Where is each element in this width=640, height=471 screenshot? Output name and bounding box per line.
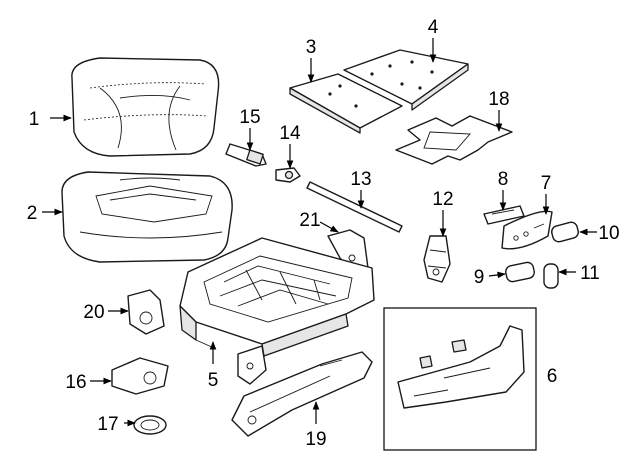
part-19-side-shield — [231, 351, 373, 437]
part-8-switch — [483, 205, 525, 225]
callout-2: 2 — [27, 203, 38, 224]
part-16-cover — [111, 357, 169, 395]
callout-9: 9 — [474, 267, 485, 288]
callout-14: 14 — [279, 123, 301, 144]
callout-6: 6 — [547, 366, 558, 387]
callout-1: 1 — [29, 109, 40, 130]
callout-5: 5 — [208, 370, 219, 391]
part-17-ring — [133, 415, 167, 435]
part-6-detail-box — [383, 307, 537, 451]
part-13-rod — [306, 181, 403, 233]
part-20-cover — [127, 289, 165, 335]
callout-12: 12 — [432, 189, 453, 210]
callout-15: 15 — [239, 107, 260, 128]
part-2-cushion-pad — [61, 171, 233, 263]
part-9-knob — [505, 261, 535, 283]
callout-20: 20 — [83, 302, 104, 323]
part-3-panel — [289, 73, 403, 134]
callout-13: 13 — [350, 169, 371, 190]
part-15-sensor — [225, 143, 267, 167]
callout-16: 16 — [65, 372, 86, 393]
part-18-heater-mat — [395, 115, 513, 165]
callout-17: 17 — [97, 414, 118, 435]
part-7-switch-bezel — [501, 210, 553, 250]
callout-19: 19 — [305, 429, 326, 450]
part-10-knob — [551, 221, 579, 243]
part-11-knob — [543, 263, 559, 289]
callout-21: 21 — [299, 210, 320, 231]
callout-labels: 1 2 3 4 18 15 14 13 21 12 8 7 10 9 11 20… — [27, 17, 620, 450]
callout-18: 18 — [488, 89, 509, 110]
callout-4: 4 — [428, 17, 439, 38]
part-12-motor — [423, 235, 451, 283]
part-4-panel — [343, 49, 469, 111]
leader-lines — [42, 38, 597, 427]
callout-11: 11 — [580, 263, 600, 284]
part-14-clip — [275, 167, 301, 183]
part-5-seat-frame — [179, 237, 375, 385]
callout-8: 8 — [498, 169, 509, 190]
leader-21 — [319, 221, 339, 233]
leader-9 — [488, 271, 506, 279]
callout-10: 10 — [598, 223, 619, 244]
part-1-cushion-cover — [71, 57, 220, 157]
callout-3: 3 — [306, 37, 317, 58]
callout-7: 7 — [541, 173, 552, 194]
